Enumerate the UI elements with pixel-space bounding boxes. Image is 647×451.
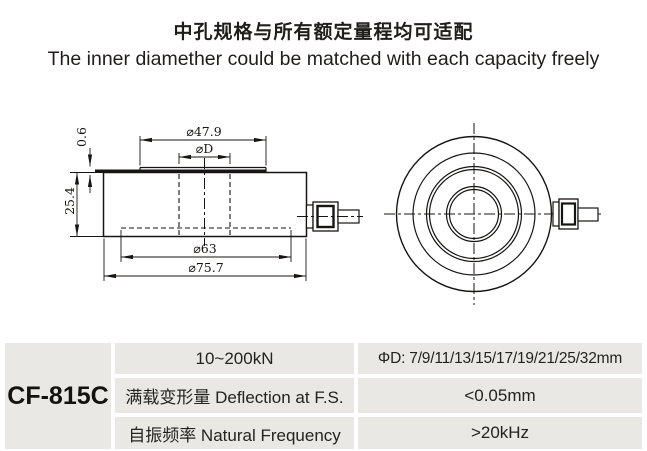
- dim-lip-height-label: 0.6: [74, 127, 89, 147]
- deflection-label: 满载变形量 Deflection at F.S.: [125, 388, 344, 407]
- title-chinese: 中孔规格与所有额定量程均可适配: [173, 22, 474, 43]
- dim-outer-diameter: [103, 238, 307, 281]
- frequency-label-cell: 自振频率 Natural Frequency: [115, 417, 354, 449]
- dim-body-height: [70, 172, 104, 237]
- capacity-range-cell: 10~200kN: [115, 343, 354, 374]
- model-name: CF-815C: [7, 381, 109, 410]
- cable-connector-top: [552, 198, 599, 230]
- deflection-value-cell: <0.05mm: [358, 378, 642, 413]
- title-english: The inner diamether could be matched wit…: [47, 47, 600, 70]
- deflection-label-cell: 满载变形量 Deflection at F.S.: [115, 378, 354, 413]
- dim-outer-diameter-label: ⌀75.7: [188, 260, 223, 275]
- dim-inner-diameter-label: ⌀D: [196, 141, 214, 156]
- capacity-range: 10~200kN: [195, 348, 274, 368]
- inner-diameter-options: ΦD: 7/9/11/13/15/17/19/21/25/32mm: [377, 349, 623, 367]
- deflection-value: <0.05mm: [464, 385, 536, 405]
- dim-recess-diameter-label: ⌀63: [193, 241, 216, 256]
- dim-cap-diameter: [139, 136, 267, 166]
- dim-cap-diameter-label: ⌀47.9: [186, 124, 221, 139]
- technical-drawing: ⌀47.9 ⌀D 0.6 25.4: [62, 123, 601, 305]
- model-cell: CF-815C: [5, 343, 111, 449]
- top-view: [384, 123, 601, 305]
- spec-table: CF-815C 10~200kN ΦD: 7/9/11/13/15/17/19/…: [5, 343, 642, 449]
- dim-recess-diameter: [120, 230, 292, 262]
- frequency-label: 自振频率 Natural Frequency: [128, 425, 341, 445]
- frequency-value-cell: >20kHz: [358, 417, 642, 449]
- inner-diameter-options-cell: ΦD: 7/9/11/13/15/17/19/21/25/32mm: [358, 343, 642, 374]
- side-view: ⌀47.9 ⌀D 0.6 25.4: [62, 124, 363, 281]
- dim-body-height-label: 25.4: [62, 187, 77, 215]
- hidden-hole-lines: [121, 174, 291, 236]
- dim-inner-diameter: [178, 153, 231, 164]
- title-block: 中孔规格与所有额定量程均可适配 The inner diamether coul…: [0, 22, 647, 71]
- frequency-value: >20kHz: [470, 423, 530, 442]
- cable-connector-side: [297, 201, 363, 232]
